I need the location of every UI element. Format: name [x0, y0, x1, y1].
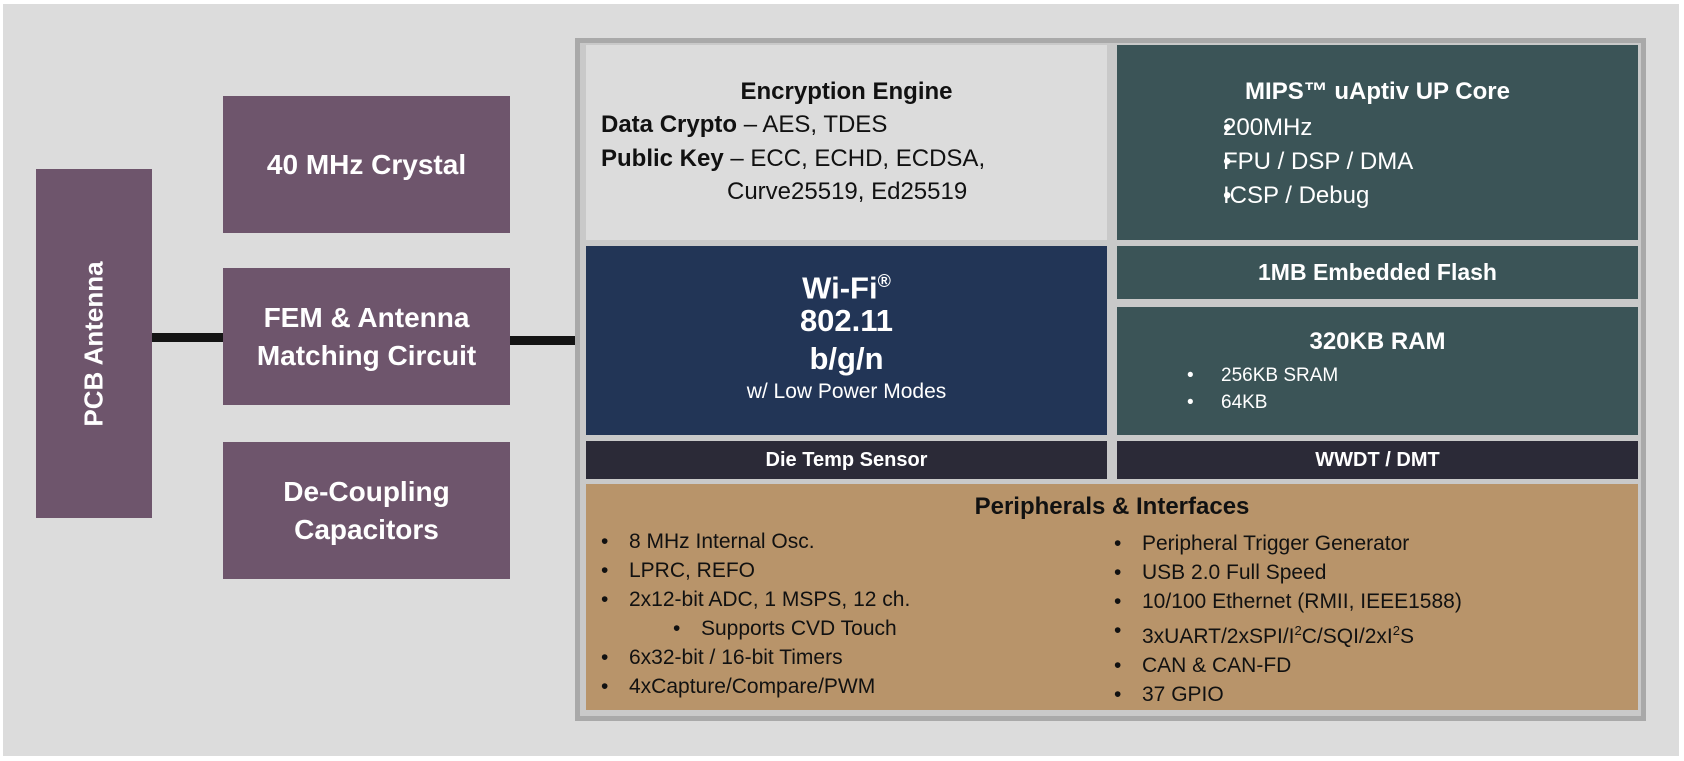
decoupling-block: De-Coupling Capacitors [223, 442, 510, 579]
encryption-crypto-line: Data Crypto – AES, TDES [601, 111, 887, 139]
pcb-antenna-label: PCB Antenna [79, 260, 109, 427]
core-item: •ICSP / Debug [1223, 182, 1370, 209]
encryption-title: Encryption Engine [740, 78, 953, 105]
crypto-label: Data Crypto [601, 111, 738, 138]
pubkey-label: Public Key [601, 145, 724, 172]
crystal-label: 40 MHz Crystal [266, 148, 467, 180]
peripheral-item: •CAN & CAN-FD [1114, 654, 1292, 677]
core-block: MIPS™ uAptiv UP Core •200MHz •FPU / DSP … [1117, 45, 1638, 240]
watchdog-block: WWDT / DMT [1117, 441, 1638, 479]
peripheral-item: •USB 2.0 Full Speed [1114, 561, 1327, 584]
core-item: •200MHz [1223, 114, 1313, 141]
peripherals-left-list: •8 MHz Internal Osc. •LPRC, REFO •2x12-b… [601, 527, 910, 701]
ram-item: •256KB SRAM [1187, 365, 1339, 386]
wifi-title: Wi-Fi® [802, 270, 891, 306]
wifi-modes: b/g/n [809, 341, 884, 376]
pubkey-value: – ECC, ECHD, ECDSA, [723, 145, 986, 172]
pcb-antenna-block: PCB Antenna [36, 169, 152, 518]
core-title: MIPS™ uAptiv UP Core [1245, 78, 1510, 105]
peripherals-title: Peripherals & Interfaces [974, 493, 1250, 520]
peripheral-item: •LPRC, REFO [601, 559, 756, 582]
fem-label-line2: Matching Circuit [256, 339, 477, 371]
peripheral-item: •10/100 Ethernet (RMII, IEEE1588) [1114, 590, 1462, 613]
peripherals-right-list: •Peripheral Trigger Generator •USB 2.0 F… [1114, 529, 1462, 709]
registered-mark: ® [877, 271, 891, 291]
encryption-pubkey-line: Public Key – ECC, ECHD, ECDSA, [601, 145, 985, 173]
core-item: •FPU / DSP / DMA [1223, 148, 1414, 175]
watchdog-label: WWDT / DMT [1315, 448, 1440, 471]
ram-block: 320KB RAM •256KB SRAM •64KB [1117, 307, 1638, 435]
peripheral-item: •3xUART/2xSPI/I2C/SQI/2xI2S [1114, 619, 1415, 648]
peripheral-item: •2x12-bit ADC, 1 MSPS, 12 ch. [601, 588, 911, 611]
ram-list: •256KB SRAM •64KB [1187, 362, 1338, 416]
core-list: •200MHz •FPU / DSP / DMA •ICSP / Debug [1189, 111, 1413, 213]
flash-block: 1MB Embedded Flash [1117, 246, 1638, 299]
decoupling-label-line2: Capacitors [294, 513, 439, 545]
die-temp-sensor-block: Die Temp Sensor [586, 441, 1107, 479]
wifi-subtitle: w/ Low Power Modes [746, 380, 947, 403]
ram-item: •64KB [1187, 392, 1268, 413]
peripheral-item: •8 MHz Internal Osc. [601, 530, 815, 553]
crystal-block: 40 MHz Crystal [223, 96, 510, 233]
wifi-standard: 802.11 [799, 303, 894, 338]
ram-title: 320KB RAM [1309, 328, 1446, 355]
decoupling-label-line1: De-Coupling [283, 475, 450, 507]
peripheral-item: •Peripheral Trigger Generator [1114, 532, 1410, 555]
die-temp-label: Die Temp Sensor [765, 448, 928, 471]
flash-title: 1MB Embedded Flash [1258, 259, 1497, 285]
fem-label-line1: FEM & Antenna [263, 301, 470, 333]
fem-block: FEM & Antenna Matching Circuit [223, 268, 510, 405]
peripheral-subitem: •Supports CVD Touch [673, 617, 897, 640]
peripheral-item: •4xCapture/Compare/PWM [601, 675, 876, 698]
peripherals-block: Peripherals & Interfaces •8 MHz Internal… [586, 484, 1638, 710]
antenna-fem-connector [152, 333, 223, 342]
wifi-block: Wi-Fi® 802.11 b/g/n w/ Low Power Modes [586, 246, 1107, 435]
fem-chip-connector [510, 336, 577, 345]
peripheral-item: •37 GPIO [1114, 683, 1224, 706]
encryption-pubkey-cont: Curve25519, Ed25519 [727, 178, 968, 205]
crypto-value: – AES, TDES [737, 111, 888, 138]
encryption-engine-block: Encryption Engine Data Crypto – AES, TDE… [586, 45, 1107, 240]
peripheral-item: •6x32-bit / 16-bit Timers [601, 646, 843, 669]
